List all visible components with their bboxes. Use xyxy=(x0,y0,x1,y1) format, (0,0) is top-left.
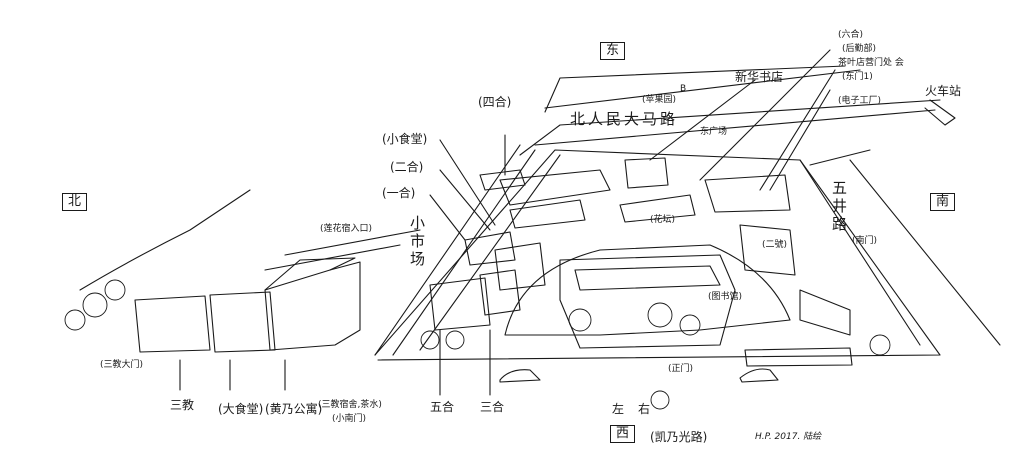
label-three-house: 三合 xyxy=(480,400,505,414)
label-old-supply: (后勤部) xyxy=(842,44,877,54)
north-renmin-road-lower xyxy=(519,99,941,156)
label-five-house: 五合 xyxy=(430,400,455,414)
west-road-1 xyxy=(284,229,421,256)
label-four-house: (四合) xyxy=(478,95,512,109)
label-railway-station: 火车站 xyxy=(925,84,962,98)
road-south-note: (南门) xyxy=(852,236,878,246)
label-grass: (花坛) xyxy=(650,215,676,225)
car-west xyxy=(499,369,541,383)
legend-right: 右 xyxy=(638,402,651,416)
compass-south: 南 xyxy=(930,193,956,211)
label-three-teach: 三教 xyxy=(170,398,195,412)
tree-7 xyxy=(420,330,440,350)
tree-1 xyxy=(64,309,86,331)
rail-track xyxy=(924,99,956,126)
tree-9 xyxy=(869,334,891,356)
library-roof xyxy=(574,265,721,291)
label-tea-shop-2: (东门1) xyxy=(842,72,873,82)
bldg-southeast xyxy=(799,289,851,336)
label-dorm-notes: (三教宿舍,茶水) xyxy=(318,400,382,410)
road-field: 小市场 xyxy=(408,215,426,269)
bldg-big-canteen xyxy=(209,291,276,353)
bldg-three-house xyxy=(479,269,521,316)
legend-left: 左 xyxy=(612,402,625,416)
leader-two-house xyxy=(439,169,491,231)
hill-ridge xyxy=(79,189,251,291)
label-east-factory: (电子工厂) xyxy=(838,96,882,106)
library-building xyxy=(559,254,736,349)
leader-one-house xyxy=(429,194,466,241)
bldg-apartment xyxy=(264,261,361,351)
label-second-bldg: (二號) xyxy=(762,240,788,250)
smiley-face xyxy=(650,390,670,410)
label-library: (图书馆) xyxy=(708,292,743,302)
bldg-north-1 xyxy=(499,169,611,206)
bldg-north-3 xyxy=(619,194,696,223)
label-apple-road: (苹果园) xyxy=(642,95,677,105)
field-road-3 xyxy=(419,154,561,351)
campus-boundary xyxy=(374,149,941,361)
leader-small-canteen xyxy=(439,139,496,226)
label-apartment: (黄乃公寓) xyxy=(265,402,323,416)
signature: H.P. 2017. 陆绘 xyxy=(755,432,822,442)
label-new-bookstore: 新华书店 xyxy=(735,70,784,84)
north-road-edge-lower xyxy=(544,65,846,113)
south-road-edge-1 xyxy=(799,159,921,346)
bldg-small-canteen xyxy=(479,169,526,191)
tree-2 xyxy=(82,292,108,318)
label-b: B xyxy=(680,84,687,94)
bldg-east-2 xyxy=(739,224,796,276)
road-south: 五井路 xyxy=(830,180,848,234)
bldg-north-2 xyxy=(509,199,586,229)
label-east-plaza: 东广场 xyxy=(700,127,728,137)
tree-3 xyxy=(104,279,126,301)
tree-8 xyxy=(445,330,465,350)
inner-loop xyxy=(504,244,791,336)
leader-tea-2 xyxy=(759,69,836,191)
compass-west: 西 xyxy=(610,425,636,443)
leader-tea-3 xyxy=(769,89,831,191)
bldg-new-bookstore xyxy=(624,157,669,189)
label-small-south-gate: (小南门) xyxy=(332,414,367,424)
label-main-gate: (正门) xyxy=(668,364,694,374)
label-big-canteen: (大食堂) xyxy=(218,402,264,416)
compass-east: 东 xyxy=(600,42,626,60)
leader-new-bookstore xyxy=(649,79,756,161)
field-road-1 xyxy=(374,144,521,356)
car-east xyxy=(739,368,779,383)
bldg-bottom-strip xyxy=(744,347,853,367)
bldg-five-house xyxy=(429,277,491,331)
bldg-apartment-roof xyxy=(264,257,356,291)
label-six-house: (六合) xyxy=(838,30,864,40)
south-road-edge-2 xyxy=(849,159,1001,346)
tree-5 xyxy=(647,302,673,328)
label-three-gate: (三教大门) xyxy=(100,360,144,370)
label-tea-shop: 茶叶店营门处 会 xyxy=(838,58,904,68)
south-road-edge-3 xyxy=(809,149,871,166)
north-road-edge-upper xyxy=(544,69,861,109)
road-north-renmin: 北人民大马路 xyxy=(570,110,679,128)
tree-4 xyxy=(568,308,592,332)
tree-6 xyxy=(679,314,701,336)
bldg-three-teach xyxy=(134,295,211,353)
bldg-east-1 xyxy=(704,174,791,213)
label-one-house: (一合) xyxy=(382,186,416,200)
west-road-2 xyxy=(264,244,401,271)
bldg-two-house xyxy=(464,231,516,266)
compass-north: 北 xyxy=(62,193,88,211)
label-station-entry: (莲花宿入口) xyxy=(320,224,373,234)
leader-tea-1 xyxy=(699,49,831,181)
label-two-house: (二合) xyxy=(390,160,424,174)
bldg-one-house xyxy=(494,242,546,291)
north-renmin-road-upper xyxy=(534,109,936,146)
road-west: (凯乃光路) xyxy=(650,430,708,444)
field-road-2 xyxy=(392,149,536,356)
label-small-canteen: (小食堂) xyxy=(382,132,428,146)
